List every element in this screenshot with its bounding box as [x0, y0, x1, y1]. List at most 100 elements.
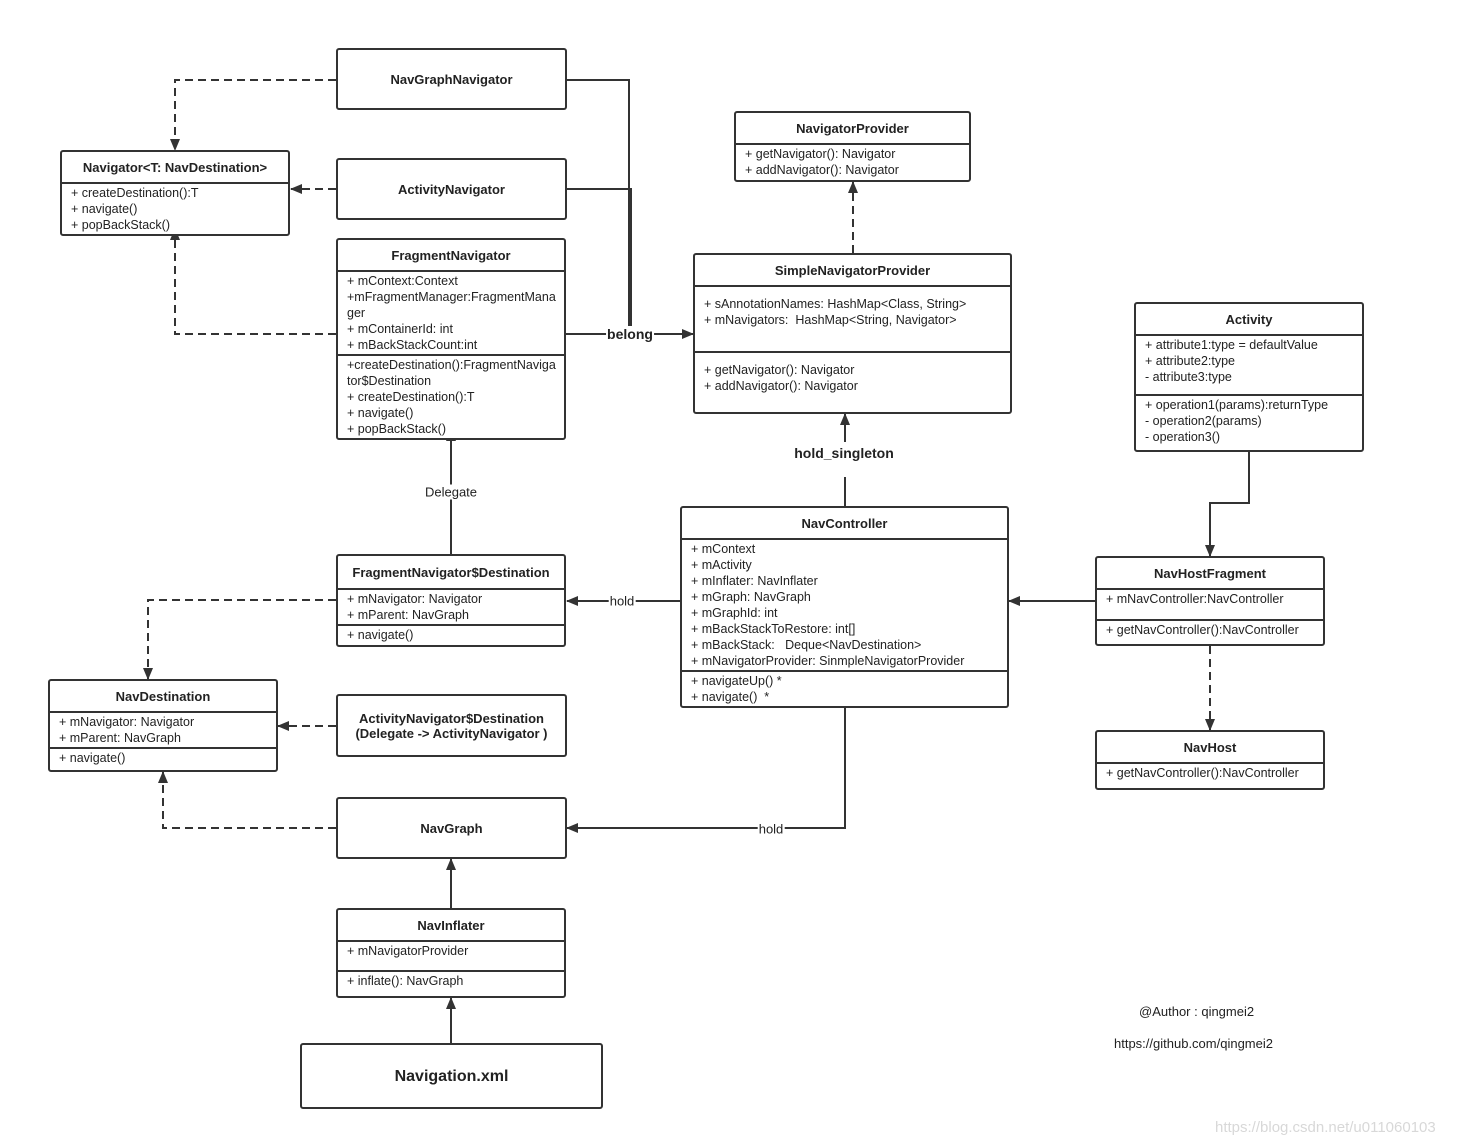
operations-section: + getNavController():NavController — [1097, 619, 1323, 644]
class-navigationxml[interactable]: Navigation.xml — [300, 1043, 603, 1109]
member: + getNavController():NavController — [1106, 623, 1299, 637]
member: + addNavigator(): Navigator — [745, 163, 899, 177]
class-name: Navigation.xml — [394, 1067, 509, 1085]
class-activitynavigatordestination[interactable]: ActivityNavigator$Destination (Delegate … — [336, 694, 567, 757]
class-name: NavDestination — [115, 688, 211, 704]
class-navigator[interactable]: Navigator<T: NavDestination> + createDest… — [60, 150, 290, 236]
class-navgraphnavigator[interactable]: NavGraphNavigator — [336, 48, 567, 110]
class-simplenavigatorprovider[interactable]: SimpleNavigatorProvider+ sAnnotationName… — [693, 253, 1012, 414]
label-belong: belong — [606, 326, 654, 342]
member: + mContainerId: int — [347, 322, 453, 336]
class-navgraph[interactable]: NavGraph — [336, 797, 567, 859]
member: + mNavigator: Navigator — [347, 592, 483, 606]
connector-navcontroller-navgraph — [566, 698, 846, 833]
class-fragmentnavigator[interactable]: FragmentNavigator + mContext:Context +mFra… — [336, 238, 566, 440]
class-name: Navigator<T: NavDestination> — [82, 159, 268, 175]
member: + mActivity — [691, 558, 752, 572]
class-fragmentnavigatordestination[interactable]: FragmentNavigator$Destination + mNavigato… — [336, 554, 566, 647]
operations-section: + navigate() — [338, 624, 564, 645]
member — [704, 288, 1002, 296]
class-activitynavigator[interactable]: ActivityNavigator — [336, 158, 567, 220]
operations-section: + inflate(): NavGraph — [338, 970, 564, 996]
connector-activitynavigator-belong — [567, 188, 632, 334]
member — [704, 354, 1002, 362]
member: + mBackStackCount:int — [347, 338, 478, 352]
member: - attribute3:type — [1145, 370, 1232, 384]
member: + mNavigatorProvider — [347, 944, 469, 958]
class-name: FragmentNavigator$Destination — [352, 564, 550, 580]
member: + navigate() — [59, 751, 126, 765]
attributes-section: + mNavigator: Navigator + mParent: NavGra… — [50, 711, 276, 747]
label-hold-singleton: hold_singleton — [793, 445, 895, 461]
member: + mNavigator: Navigator — [59, 715, 195, 729]
member: + inflate(): NavGraph — [347, 974, 464, 988]
member: + mContext — [691, 542, 756, 556]
connector-activity-navhostfragment — [1205, 452, 1250, 557]
watermark: https://blog.csdn.net/u011060103 — [1215, 1119, 1436, 1136]
operations-section: +createDestination():FragmentNavigator$D… — [338, 354, 564, 438]
member: +createDestination():FragmentNavigator$D… — [347, 358, 556, 388]
member: + navigateUp() * — [691, 674, 782, 688]
class-name: NavHost — [1183, 739, 1237, 755]
operations-section: + navigate() — [50, 747, 276, 770]
member: + addNavigator(): Navigator — [704, 379, 858, 393]
member: + mInflater: NavInflater — [691, 574, 818, 588]
member: + sAnnotationNames: HashMap<Class, Strin… — [704, 297, 967, 311]
members-section: + getNavController():NavController — [1097, 762, 1323, 788]
class-navinflater[interactable]: NavInflater + mNavigatorProvider + inflate… — [336, 908, 566, 998]
attributes-section: + mNavController:NavController — [1097, 588, 1323, 619]
class-name: NavController — [801, 515, 888, 531]
member: + mParent: NavGraph — [59, 731, 181, 745]
member: + mParent: NavGraph — [347, 608, 469, 622]
operations-section: + navigateUp() * + navigate() * — [682, 670, 1007, 706]
class-navcontroller[interactable]: NavController + mContext + mActivity + mInf… — [680, 506, 1009, 708]
label-delegate: Delegate — [423, 484, 479, 500]
label-hold-navgraph: hold — [757, 821, 785, 837]
member: + attribute1:type = defaultValue — [1145, 338, 1318, 352]
member: + navigate() * — [691, 690, 770, 704]
class-name: NavInflater — [417, 917, 485, 933]
attributes-section: + mNavigatorProvider — [338, 940, 564, 970]
connector-navgraphnavigator-belong — [567, 79, 630, 334]
class-activity[interactable]: Activity + attribute1:type = defaultValue… — [1134, 302, 1364, 452]
class-name: NavGraphNavigator — [390, 71, 513, 87]
class-name: FragmentNavigator — [391, 247, 511, 263]
member: - operation2(params) — [1145, 414, 1262, 428]
member: + mBackStack: Deque<NavDestination> — [691, 638, 922, 652]
member: +mFragmentManager:FragmentManager — [347, 290, 556, 320]
class-name: NavGraph — [420, 820, 483, 836]
connector-navgraphnavigator-navigator — [170, 79, 336, 151]
operations-section: + getNavigator(): Navigator+ addNavigato… — [695, 351, 1010, 412]
author-note: @Author : qingmei2 — [1139, 1004, 1255, 1019]
members-section: + getNavigator(): Navigator+ addNavigato… — [736, 143, 969, 180]
member: + attribute2:type — [1145, 354, 1235, 368]
member: + getNavController():NavController — [1106, 766, 1299, 780]
class-navhost[interactable]: NavHost + getNavController():NavControlle… — [1095, 730, 1325, 790]
member: + navigate() — [347, 628, 414, 642]
connector-navgraph-navdestination — [158, 771, 336, 829]
members-section: + createDestination():T+ navigate()+ pop… — [62, 182, 288, 234]
attributes-section: + mContext + mActivity + mInflater: NavInf… — [682, 538, 1007, 670]
class-navhostfragment[interactable]: NavHostFragment + mNavController:NavContr… — [1095, 556, 1325, 646]
class-name: NavigatorProvider — [796, 120, 909, 136]
class-name: ActivityNavigator — [398, 181, 505, 197]
member: + navigate() — [347, 406, 414, 420]
github-link[interactable]: https://github.com/qingmei2 — [1114, 1036, 1273, 1051]
class-navdestination[interactable]: NavDestination+ mNavigator: Navigator+ m… — [48, 679, 278, 772]
member: - operation3() — [1145, 430, 1221, 444]
member: + mGraphId: int — [691, 606, 778, 620]
class-name: ActivityNavigator$Destination (Delegate … — [355, 710, 548, 741]
member: + popBackStack() — [347, 422, 447, 436]
member: + createDestination():T — [347, 390, 475, 404]
class-name: NavHostFragment — [1154, 565, 1266, 581]
member: + mBackStackToRestore: int[] — [691, 622, 856, 636]
class-name: Activity — [1225, 311, 1273, 327]
member: + navigate() — [71, 202, 138, 216]
class-navigatorprovider[interactable]: NavigatorProvider + getNavigator(): Navig… — [734, 111, 971, 182]
member: + mNavigatorProvider: SinmpleNavigatorPr… — [691, 654, 965, 668]
member: + mContext:Context — [347, 274, 458, 288]
attributes-section: + sAnnotationNames: HashMap<Class, Strin… — [695, 285, 1010, 351]
operations-section: + operation1(params):returnType- operati… — [1136, 394, 1362, 450]
member: + popBackStack() — [71, 218, 171, 232]
